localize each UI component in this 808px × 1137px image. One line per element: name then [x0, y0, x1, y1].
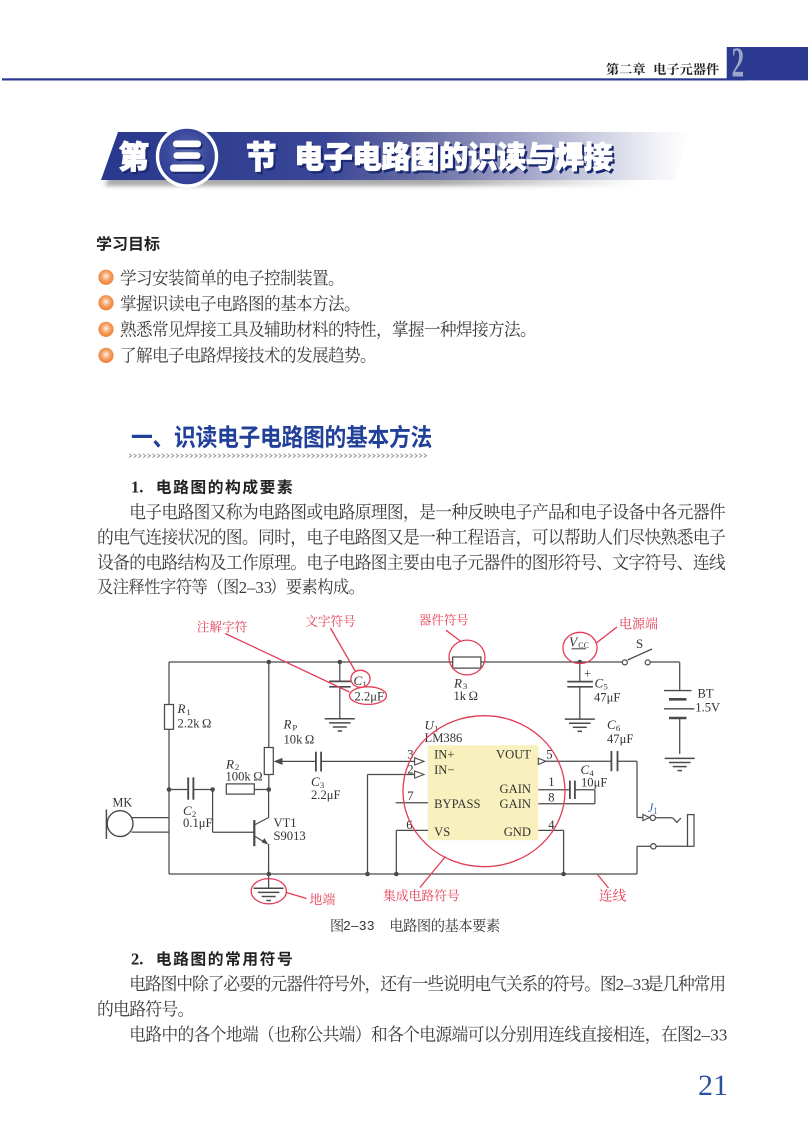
svg-text:P: P — [292, 722, 297, 732]
svg-text:C: C — [354, 673, 363, 688]
svg-text:10μF: 10μF — [581, 776, 607, 790]
svg-text:1k Ω: 1k Ω — [454, 689, 478, 703]
svg-text:S: S — [636, 636, 643, 651]
svg-text:6: 6 — [406, 818, 412, 832]
svg-text:IN−: IN− — [434, 763, 454, 777]
svg-text:21: 21 — [698, 1069, 728, 1102]
svg-text:47μF: 47μF — [594, 691, 620, 705]
svg-text:3: 3 — [407, 747, 413, 761]
svg-text:2–33: 2–33 — [693, 1026, 727, 1045]
svg-text:47μF: 47μF — [607, 732, 633, 746]
svg-text:2.2μF: 2.2μF — [311, 788, 341, 802]
svg-text:2: 2 — [732, 40, 745, 86]
svg-text:S9013: S9013 — [274, 829, 306, 843]
svg-text:1: 1 — [434, 724, 438, 734]
svg-text:2: 2 — [235, 762, 239, 772]
svg-text:1.5V: 1.5V — [695, 701, 720, 715]
svg-text:GND: GND — [504, 825, 531, 839]
svg-text:J: J — [648, 801, 655, 815]
svg-text:0.1μF: 0.1μF — [183, 816, 213, 830]
svg-text:7: 7 — [407, 789, 413, 803]
svg-text:CC: CC — [578, 641, 589, 650]
svg-text:2–33: 2–33 — [343, 918, 375, 933]
svg-text:5: 5 — [546, 747, 552, 761]
svg-text:1: 1 — [548, 775, 554, 789]
svg-text:U: U — [425, 718, 436, 733]
svg-text:1: 1 — [653, 806, 658, 816]
svg-text:4: 4 — [548, 818, 555, 832]
svg-text:2–33: 2–33 — [239, 578, 272, 597]
svg-text:LM386: LM386 — [425, 731, 463, 745]
svg-text:VS: VS — [434, 825, 450, 839]
svg-text:2–33: 2–33 — [616, 975, 650, 994]
svg-text:100k Ω: 100k Ω — [226, 770, 263, 784]
svg-text:3: 3 — [463, 681, 468, 691]
svg-text:R: R — [177, 701, 186, 716]
svg-text:2.2μF: 2.2μF — [355, 689, 385, 703]
svg-text:R: R — [453, 675, 462, 690]
svg-text:V: V — [569, 635, 579, 650]
svg-text:6: 6 — [616, 723, 621, 733]
svg-text:2.2k Ω: 2.2k Ω — [178, 717, 212, 731]
svg-text:8: 8 — [548, 791, 554, 805]
svg-text:C: C — [595, 676, 604, 691]
svg-text:2.: 2. — [131, 949, 143, 968]
svg-text:R: R — [225, 756, 234, 771]
svg-text:10k Ω: 10k Ω — [284, 733, 315, 747]
svg-text:4: 4 — [589, 768, 594, 778]
svg-text:C: C — [607, 717, 616, 732]
svg-text:3: 3 — [320, 780, 325, 790]
svg-text:C: C — [311, 774, 320, 789]
svg-text:5: 5 — [603, 682, 608, 692]
svg-text:IN+: IN+ — [434, 747, 454, 761]
svg-text:1: 1 — [362, 679, 366, 689]
svg-text:C: C — [581, 762, 590, 777]
svg-text:VT1: VT1 — [274, 816, 297, 830]
svg-text:MK: MK — [113, 796, 133, 810]
svg-text:BYPASS: BYPASS — [434, 797, 480, 811]
svg-text:C: C — [183, 803, 192, 818]
svg-text:1: 1 — [186, 707, 190, 717]
svg-text:BT: BT — [698, 686, 714, 700]
svg-text:2: 2 — [407, 762, 413, 776]
svg-text:GAIN: GAIN — [500, 797, 531, 811]
svg-text:VOUT: VOUT — [496, 747, 531, 761]
svg-text:1.: 1. — [131, 478, 143, 497]
svg-text:2: 2 — [192, 809, 196, 819]
svg-text:+: + — [584, 666, 591, 680]
svg-text:R: R — [283, 717, 292, 732]
svg-text:GAIN: GAIN — [500, 782, 531, 796]
